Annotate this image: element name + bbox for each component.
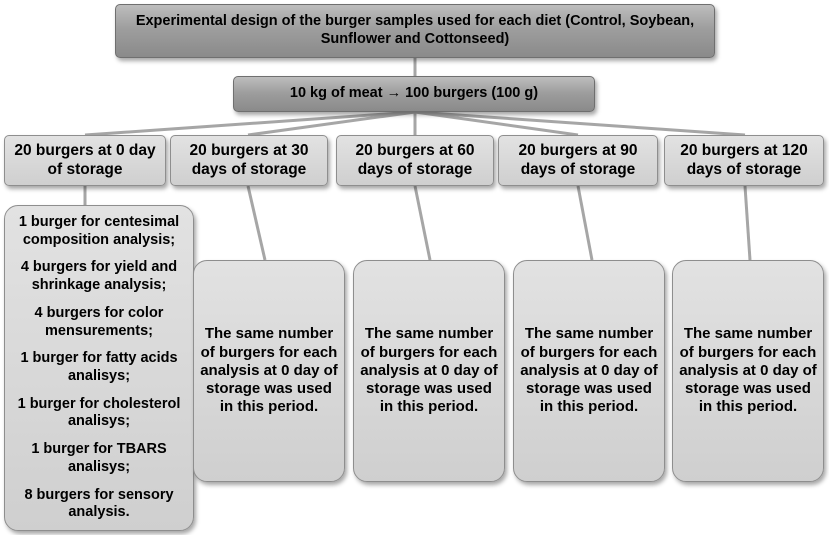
storage-box-day-30: 20 burgers at 30 days of storage: [170, 135, 328, 186]
day0-analysis-list: 1 burger for centesimal composition anal…: [4, 205, 194, 531]
same-number-text: The same number of burgers for each anal…: [679, 325, 817, 416]
connector-day120-to-same: [743, 185, 752, 261]
same-number-box-day-120: The same number of burgers for each anal…: [672, 260, 824, 482]
storage-box-day-120: 20 burgers at 120 days of storage: [664, 135, 824, 186]
meat-label: 10 kg of meat → 100 burgers (100 g): [289, 85, 539, 102]
storage-label: 20 burgers at 0 day of storage: [14, 141, 156, 178]
same-number-box-day-90: The same number of burgers for each anal…: [513, 260, 665, 482]
connector-day90-to-same: [576, 185, 594, 261]
connector-meat-to-day0: [84, 110, 416, 137]
storage-label: 20 burgers at 120 days of storage: [680, 141, 808, 178]
connector-day30-to-same: [246, 185, 267, 261]
connector-meat-to-day30: [247, 110, 416, 137]
list-item: 4 burgers for color mensurements;: [34, 304, 164, 339]
storage-box-day-90: 20 burgers at 90 days of storage: [498, 135, 658, 186]
storage-label: 20 burgers at 60 days of storage: [355, 141, 475, 178]
list-item: 1 burger for centesimal composition anal…: [18, 214, 180, 248]
diagram-title-box: Experimental design of the burger sample…: [115, 4, 715, 58]
same-number-text: The same number of burgers for each anal…: [360, 325, 498, 416]
meat-box: 10 kg of meat → 100 burgers (100 g): [233, 76, 595, 112]
same-number-box-day-60: The same number of burgers for each anal…: [353, 260, 505, 482]
connector-day60-to-same: [413, 185, 432, 261]
connector-meat-to-day90: [414, 110, 579, 137]
storage-label: 20 burgers at 90 days of storage: [518, 141, 638, 178]
storage-label: 20 burgers at 30 days of storage: [189, 141, 309, 178]
list-item: 1 burger for cholesterol analisys;: [17, 395, 181, 430]
list-item: 4 burgers for yield and shrinkage analys…: [20, 259, 178, 294]
storage-box-day-0: 20 burgers at 0 day of storage: [4, 135, 166, 186]
list-item: 8 burgers for sensory analysis.: [24, 486, 174, 521]
connector-meat-to-day120: [414, 110, 746, 137]
diagram-title: Experimental design of the burger sample…: [135, 13, 695, 47]
storage-box-day-60: 20 burgers at 60 days of storage: [336, 135, 494, 186]
list-item: 1 burger for TBARS analisys;: [31, 441, 167, 475]
same-number-text: The same number of burgers for each anal…: [200, 325, 338, 416]
list-item: 1 burger for fatty acids analisys;: [20, 350, 178, 384]
same-number-text: The same number of burgers for each anal…: [520, 325, 658, 416]
same-number-box-day-30: The same number of burgers for each anal…: [193, 260, 345, 482]
